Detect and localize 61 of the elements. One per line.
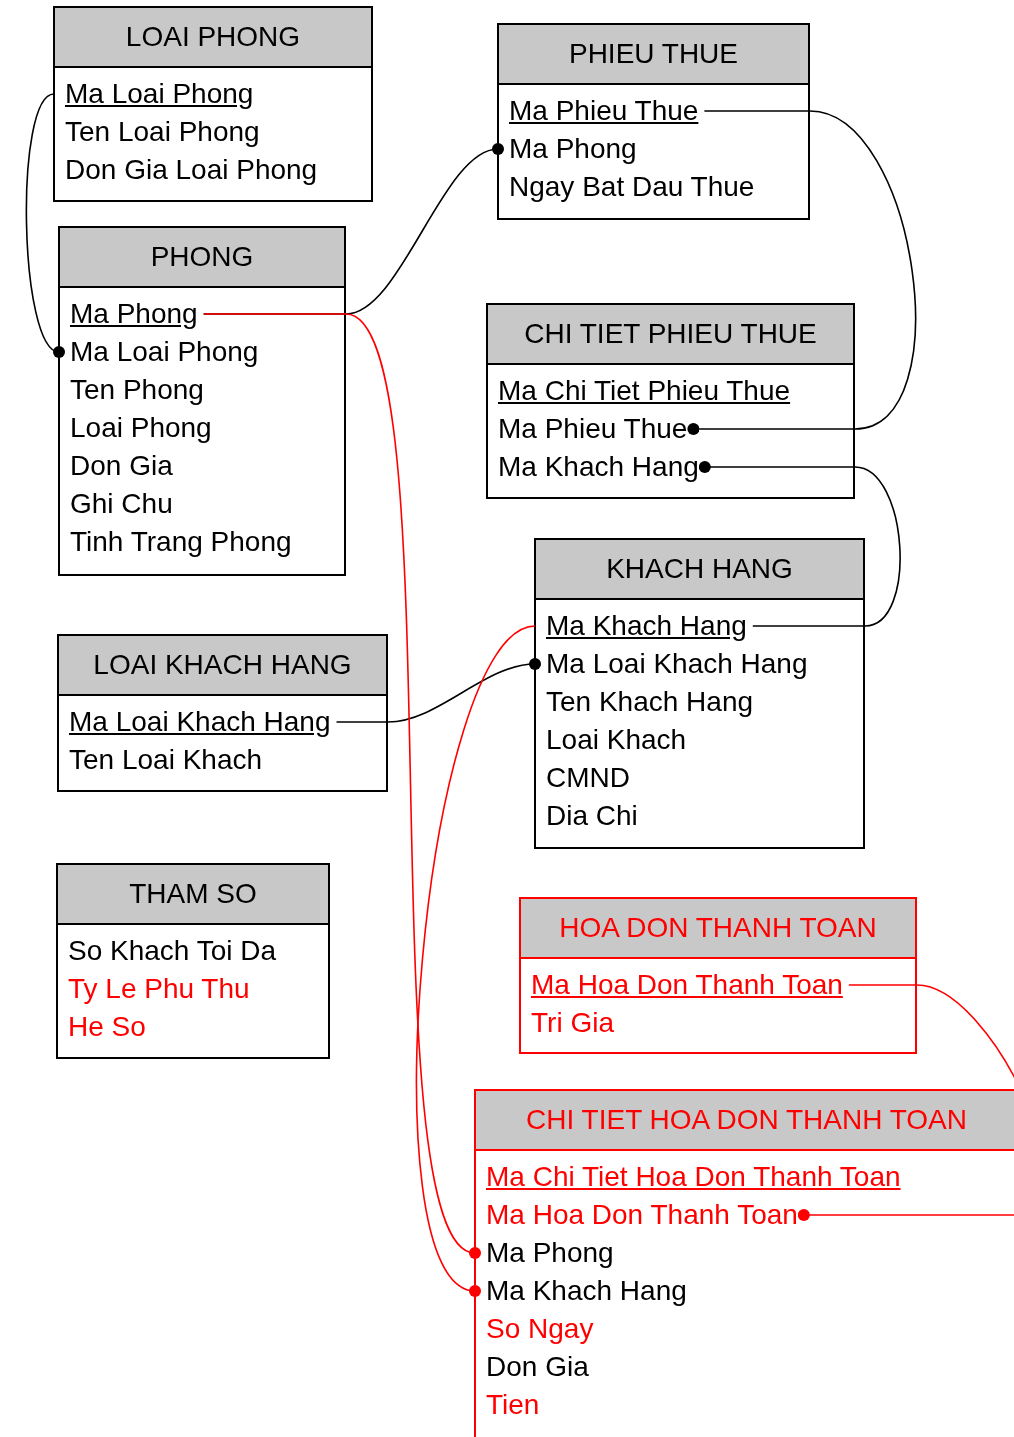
relationship-line xyxy=(416,625,536,1297)
attribute-name: Don Gia xyxy=(70,447,173,485)
relationship-line xyxy=(202,313,481,1259)
relationship-line xyxy=(698,461,901,627)
table-name: THAM SO xyxy=(58,865,328,925)
attribute-name: Tien xyxy=(486,1386,540,1424)
attribute-name: Ma Loai Phong xyxy=(70,333,259,371)
primary-key-attribute: Ma Chi Tiet Hoa Don Thanh Toan xyxy=(486,1158,901,1196)
attribute-name: Ten Loai Khach xyxy=(69,741,263,779)
attribute-name: Dia Chi xyxy=(546,797,638,835)
relationship-line xyxy=(25,93,65,358)
entity-table xyxy=(534,538,865,849)
attribute-name: Ten Loai Phong xyxy=(65,113,260,151)
attribute-name: CMND xyxy=(546,759,630,797)
attribute-name: He So xyxy=(68,1008,146,1046)
attribute-name: Ten Khach Hang xyxy=(546,683,754,721)
attribute-name: Ty Le Phu Thu xyxy=(68,970,250,1008)
entity-table xyxy=(58,226,346,576)
entity-table xyxy=(519,897,917,1054)
attribute-name: Ghi Chu xyxy=(70,485,173,523)
primary-key-attribute: Ma Khach Hang xyxy=(546,607,747,645)
attribute-name: Ngay Bat Dau Thue xyxy=(509,168,755,206)
table-name: KHACH HANG xyxy=(536,540,863,600)
attribute-name: Ma Khach Hang xyxy=(498,448,699,486)
attribute-name: Tinh Trang Phong xyxy=(70,523,292,561)
primary-key-attribute: Ma Phieu Thue xyxy=(509,92,699,130)
entity-table xyxy=(53,6,373,202)
attribute-name: Don Gia Loai Phong xyxy=(65,151,318,189)
attribute-name: Ma Hoa Don Thanh Toan xyxy=(486,1196,798,1234)
relationship-line xyxy=(687,110,917,435)
table-name: CHI TIET PHIEU THUE xyxy=(488,305,853,365)
table-name: HOA DON THANH TOAN xyxy=(521,899,915,959)
attribute-name: Ten Phong xyxy=(70,371,204,409)
primary-key-attribute: Ma Loai Khach Hang xyxy=(69,703,331,741)
table-name: LOAI PHONG xyxy=(55,8,371,68)
table-name: CHI TIET HOA DON THANH TOAN xyxy=(476,1091,1014,1151)
primary-key-attribute: Ma Hoa Don Thanh Toan xyxy=(531,966,843,1004)
attribute-name: Ma Loai Khach Hang xyxy=(546,645,808,683)
table-name: PHIEU THUE xyxy=(499,25,808,85)
attribute-name: Ma Phong xyxy=(509,130,637,168)
entity-table xyxy=(497,23,810,220)
entity-table xyxy=(56,863,330,1059)
attribute-name: Loai Khach xyxy=(546,721,687,759)
primary-key-attribute: Ma Phong xyxy=(70,295,198,333)
attribute-name: So Ngay xyxy=(486,1310,594,1348)
entity-table xyxy=(57,634,388,792)
entity-table xyxy=(486,303,855,499)
attribute-name: Don Gia xyxy=(486,1348,589,1386)
attribute-name: Loai Phong xyxy=(70,409,212,447)
relationship-line xyxy=(335,658,541,723)
primary-key-attribute: Ma Loai Phong xyxy=(65,75,254,113)
attribute-name: Tri Gia xyxy=(531,1004,614,1042)
table-name: PHONG xyxy=(60,228,344,288)
primary-key-attribute: Ma Chi Tiet Phieu Thue xyxy=(498,372,791,410)
entity-table xyxy=(474,1089,1014,1437)
attribute-name: Ma Khach Hang xyxy=(486,1272,687,1310)
attribute-name: Ma Phong xyxy=(486,1234,614,1272)
table-name: LOAI KHACH HANG xyxy=(59,636,386,696)
attribute-name: So Khach Toi Da xyxy=(68,932,277,970)
relationship-line xyxy=(797,984,1014,1221)
attribute-name: Ma Phieu Thue xyxy=(498,410,688,448)
